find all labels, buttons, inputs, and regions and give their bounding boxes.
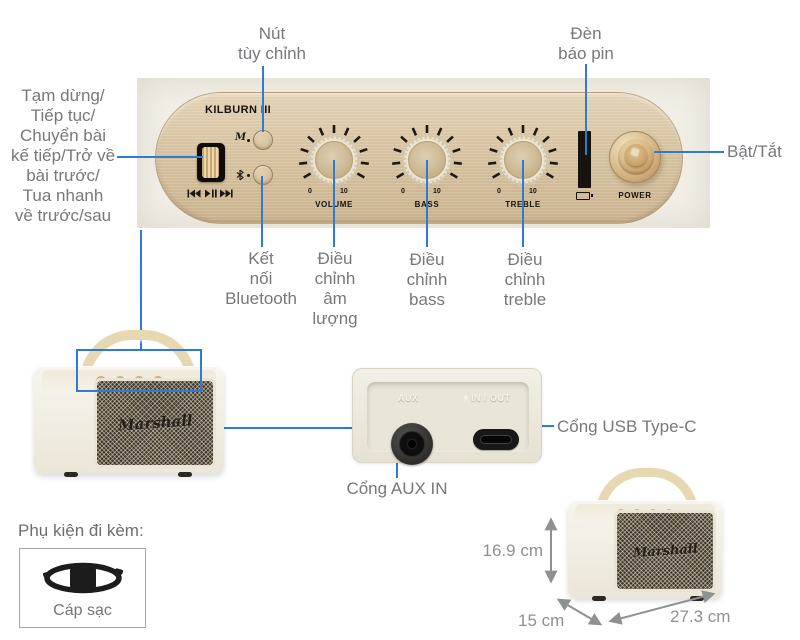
leader-power-switch: [654, 151, 724, 153]
speaker-body: Marshall: [568, 500, 722, 598]
ports-panel: AUX IN / OUT: [352, 368, 542, 465]
callout-media-controls: Tạm dừng/ Tiếp tục/ Chuyển bài kế tiếp/T…: [10, 86, 116, 225]
treble-min: 0: [497, 188, 501, 195]
m-icon: M: [235, 132, 247, 143]
dimension-depth: 15 cm: [518, 611, 565, 630]
leader-panel-zoom: [140, 230, 142, 350]
speaker-foot: [592, 596, 606, 601]
aux-jack-ring: [399, 431, 425, 457]
highlight-rectangle: [76, 349, 202, 392]
bluetooth-button: [253, 165, 273, 185]
leader-media-controls: [117, 156, 203, 158]
joystick-stick: [202, 147, 219, 178]
speaker-photo-left: Marshall: [28, 328, 228, 480]
usb-embossed-label: IN / OUT: [471, 393, 511, 403]
power-knob: [609, 131, 661, 183]
bluetooth-icon: [236, 169, 244, 181]
bluetooth-dot: [247, 174, 250, 177]
treble-max: 10: [529, 188, 537, 195]
speaker-foot: [178, 472, 192, 477]
callout-volume: Điều chỉnh âm lượng: [312, 249, 358, 328]
leader-speaker-ports: [219, 427, 352, 429]
leader-custom-button: [262, 66, 264, 132]
bass-min: 0: [401, 188, 405, 195]
speaker-body: Marshall: [34, 366, 224, 474]
accessories-heading: Phụ kiện đi kèm:: [18, 521, 144, 540]
aux-embossed-label: AUX: [398, 393, 419, 403]
usb-c-slot: [480, 435, 512, 444]
speaker-grille: Marshall: [94, 378, 216, 468]
ports-recess: AUX IN / OUT: [367, 382, 529, 465]
callout-custom-button: Nút tùy chỉnh: [237, 24, 307, 63]
charging-cable-image: [42, 562, 124, 594]
dimension-height: 16.9 cm: [482, 541, 543, 560]
marshall-logo: Marshall: [117, 411, 193, 435]
callout-battery-indicator: Đèn báo pin: [558, 24, 614, 63]
callout-usb-port: Cổng USB Type-C: [557, 417, 697, 436]
joystick-control: [197, 143, 225, 182]
callout-power-switch: Bật/Tắt: [727, 142, 782, 161]
callout-bluetooth: Kết nối Bluetooth: [225, 249, 297, 308]
dimension-width: 27.3 cm: [670, 607, 731, 626]
aux-jack-hole: [408, 440, 416, 448]
volume-max: 10: [340, 188, 348, 195]
power-caption: POWER: [618, 191, 652, 200]
accessory-item-label: Cáp sạc: [53, 602, 112, 619]
dimension-arrows: [544, 517, 716, 626]
brand-text: KILBURN III: [205, 104, 272, 116]
speaker-photo-right: Marshall: [566, 468, 726, 610]
speaker-foot: [64, 472, 78, 477]
callout-treble: Điều chỉnh treble: [503, 250, 547, 309]
leader-bluetooth: [261, 176, 263, 247]
aux-jack: [391, 423, 433, 465]
accessory-box: Cáp sạc: [19, 548, 146, 628]
leader-battery-indicator: [585, 64, 587, 155]
m-dot: [247, 139, 250, 142]
battery-indicator: [578, 131, 591, 188]
volume-min: 0: [308, 188, 312, 195]
leader-treble: [522, 160, 524, 247]
power-knob-top: [625, 144, 647, 166]
leader-bass: [426, 160, 428, 247]
bass-max: 10: [433, 188, 441, 195]
transport-icons: [187, 189, 233, 198]
leader-volume: [333, 160, 335, 247]
battery-icon: [576, 192, 593, 200]
callout-aux-port: Cổng AUX IN: [346, 479, 448, 498]
usb-c-port: [473, 429, 519, 450]
callout-bass: Điều chỉnh bass: [406, 250, 448, 309]
power-knob-mid: [618, 139, 654, 175]
custom-button: [253, 130, 273, 150]
lightning-icon: [463, 393, 469, 402]
speaker-grille: Marshall: [614, 510, 716, 592]
